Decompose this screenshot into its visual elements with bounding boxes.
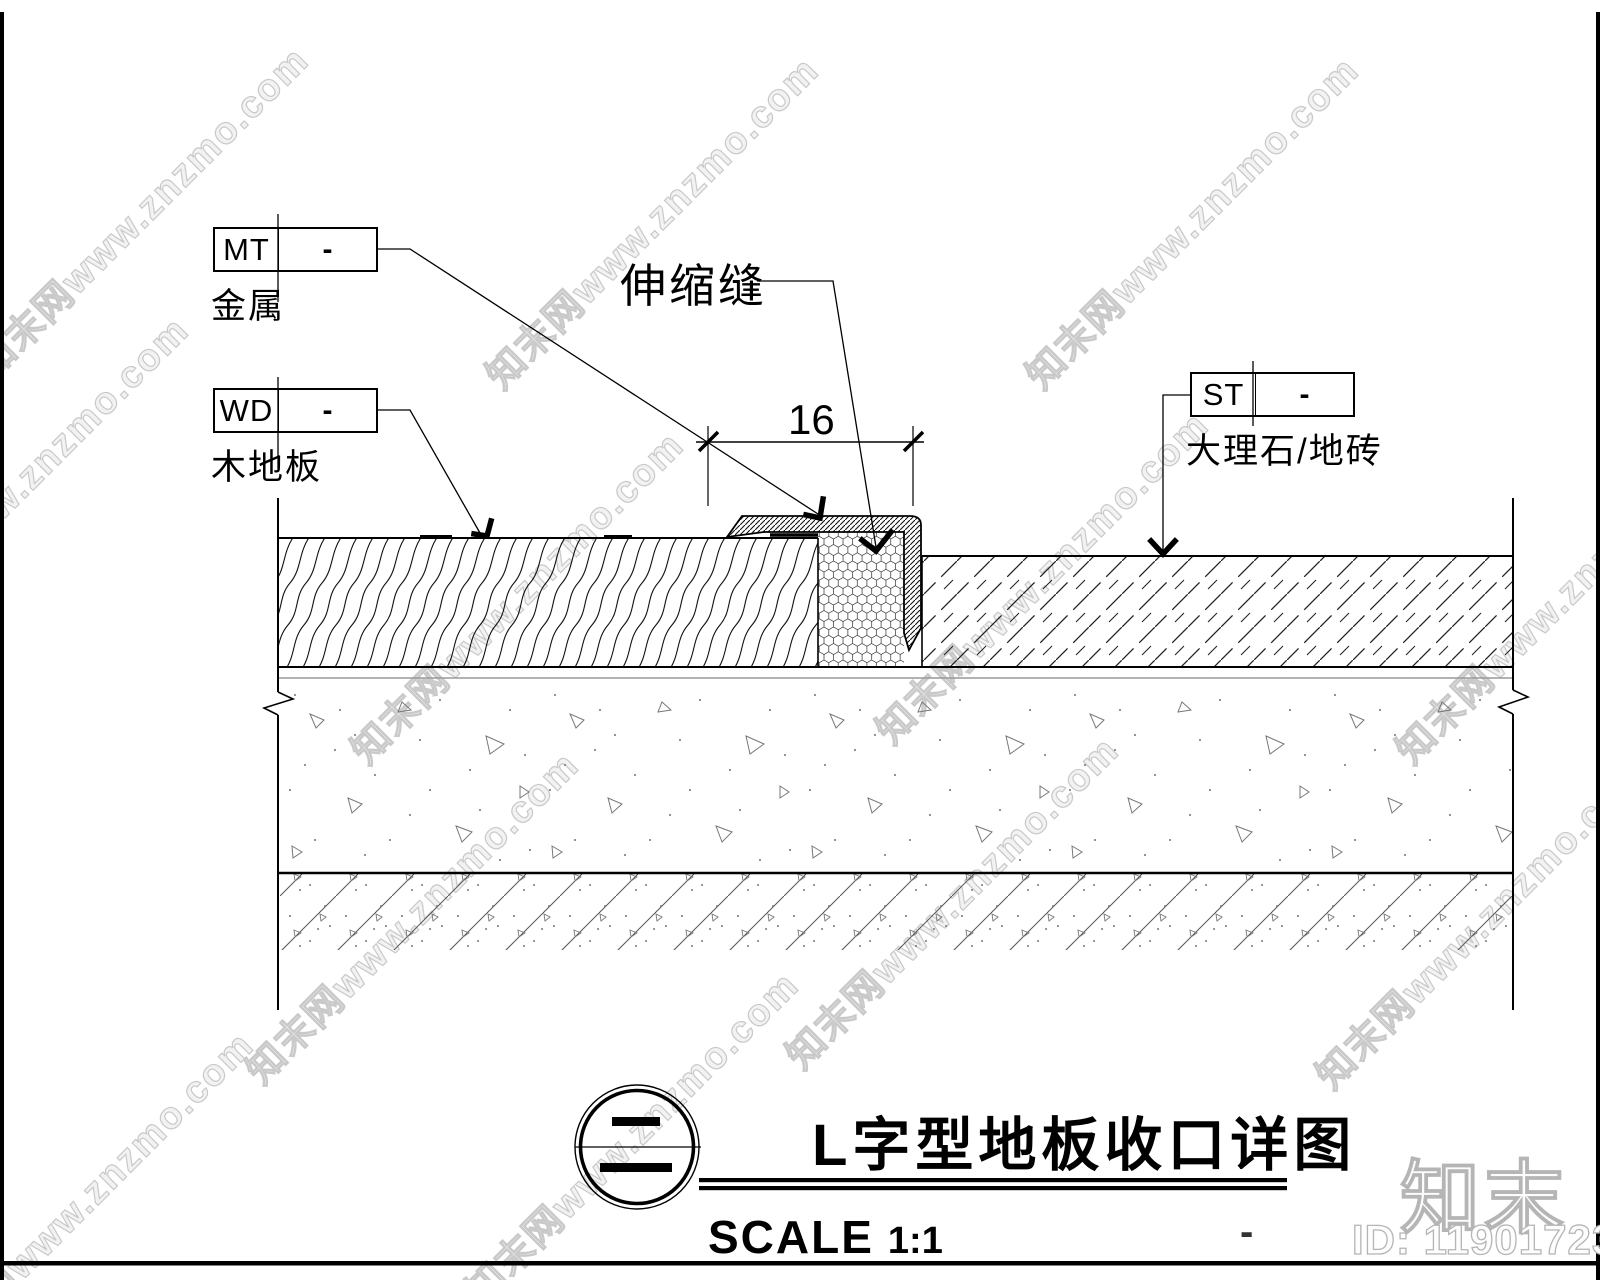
st-leader (1162, 394, 1190, 550)
sheet-border (0, 12, 1600, 1280)
section-cut-lines (261, 498, 1531, 1010)
detail-number-bar (612, 1117, 660, 1126)
site-logo: 知末 (1399, 1153, 1568, 1243)
wood-floor-layer (279, 539, 818, 667)
st-arrow (1147, 537, 1179, 559)
leader-lines (277, 214, 1254, 550)
leader-arrows (470, 495, 1179, 559)
mt-material-label: 金属 (211, 287, 286, 326)
st-tag-box: ST - (1190, 372, 1355, 417)
detail-title: L字型地板收口详图 (812, 1113, 1357, 1178)
concrete-slab-layer (280, 680, 1512, 872)
joint-leader (757, 280, 877, 548)
title-rule-top (699, 1178, 1287, 1183)
wd-tag-ref: - (278, 390, 376, 431)
tile-layer (922, 557, 1513, 667)
detail-marker (574, 1084, 1287, 1210)
wd-arrow (470, 517, 495, 540)
scale-value: 1:1 (887, 1220, 943, 1262)
expansion-joint-filler (818, 531, 904, 667)
wd-leader (378, 409, 481, 534)
item-id: ID: 1190172384 (1351, 1215, 1600, 1263)
base-screed-layer (280, 874, 1512, 950)
scale-label: SCALE (708, 1211, 874, 1263)
st-material-label: 大理石/地砖 (1186, 432, 1383, 471)
joint-arrow (858, 528, 895, 555)
layer-lines (278, 533, 1513, 875)
scale-note: SCALE 1:1 (708, 1210, 943, 1264)
metal-l-profile (725, 515, 922, 653)
mt-arrow (802, 495, 827, 522)
detail-sheet-bar (600, 1163, 672, 1172)
wd-tag-code: WD (219, 392, 274, 428)
mt-tag-ref: - (278, 229, 376, 270)
scale-trailing-dash: - (1240, 1210, 1254, 1254)
st-tag-ref: - (1255, 374, 1353, 415)
wd-material-label: 木地板 (211, 448, 323, 487)
mt-tag-box: MT - (213, 227, 378, 272)
mt-leader (378, 248, 819, 515)
title-rule-bottom (699, 1186, 1287, 1191)
expansion-joint-label: 伸缩缝 (620, 260, 767, 312)
dimension-value: 16 (788, 396, 835, 443)
st-tag-code: ST (1202, 376, 1245, 412)
wd-tag-box: WD - (213, 388, 378, 433)
mt-tag-code: MT (223, 231, 270, 267)
dimension-16 (696, 426, 925, 506)
